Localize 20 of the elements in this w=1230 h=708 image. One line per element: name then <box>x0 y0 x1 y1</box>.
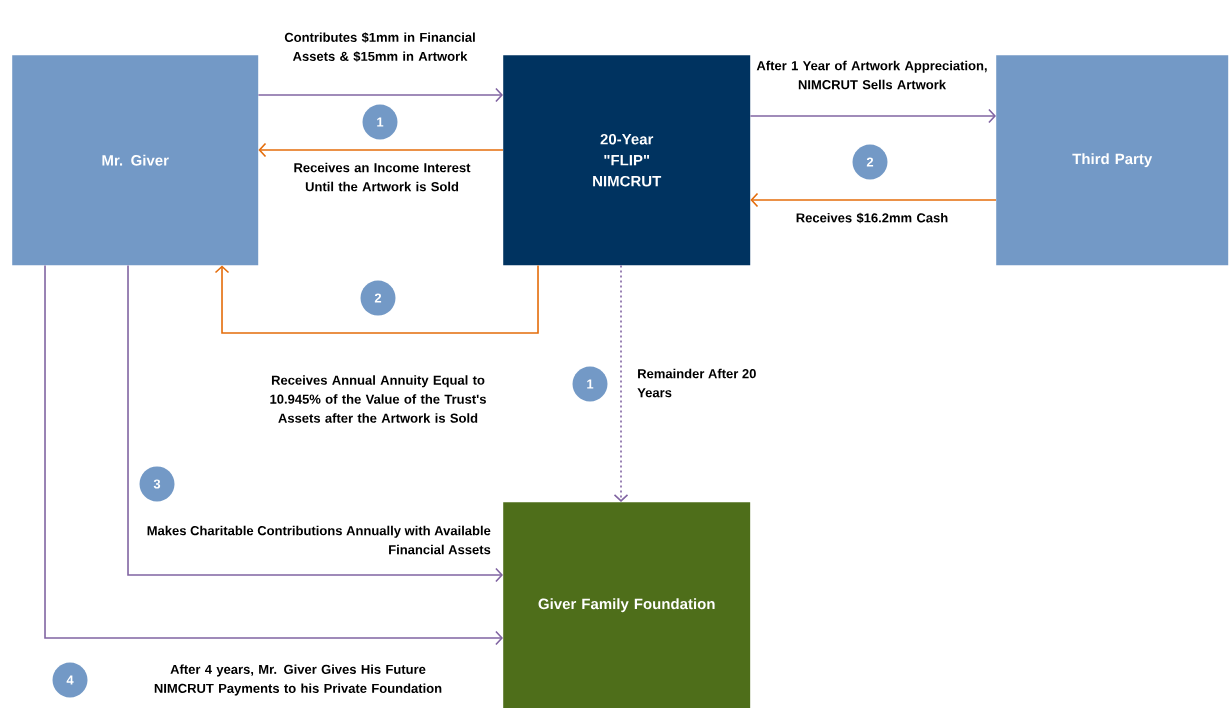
edge-label: Makes Charitable Contributions Annually with Available Financial Assets <box>147 525 491 555</box>
arrow <box>749 108 996 124</box>
party-box: Mr. Giver <box>12 55 259 266</box>
edge-label: Receives an Income Interest Until the Artwork is Sold <box>294 162 471 192</box>
edge-label: Remainder After 20 Years <box>637 368 756 398</box>
arrow <box>258 142 504 158</box>
party-box: Giver Family Foundation <box>503 502 751 708</box>
edge-label: After 1 Year of Artwork Appreciation, NIMCRUT Sells Artwork <box>756 60 987 90</box>
edge-label: Receives $16.2mm Cash <box>796 212 948 224</box>
edge-label: Receives Annual Annuity Equal to 10.945% of the Value of the Trust's Assets after the Artwork is Sold <box>270 375 486 423</box>
arrow <box>127 264 503 583</box>
party-box: Third Party <box>996 55 1229 266</box>
arrow <box>214 264 539 334</box>
arrow <box>750 192 997 208</box>
arrow <box>613 264 629 502</box>
arrow <box>44 264 503 646</box>
party-box: 20-Year "FLIP" NIMCRUT <box>503 55 751 266</box>
arrow <box>257 87 503 103</box>
edge-label: Contributes $1mm in Financial Assets & $15mm in Artwork <box>284 32 475 62</box>
edge-label: After 4 years, Mr. Giver Gives His Future NIMCRUT Payments to his Private Foundation <box>154 664 442 696</box>
